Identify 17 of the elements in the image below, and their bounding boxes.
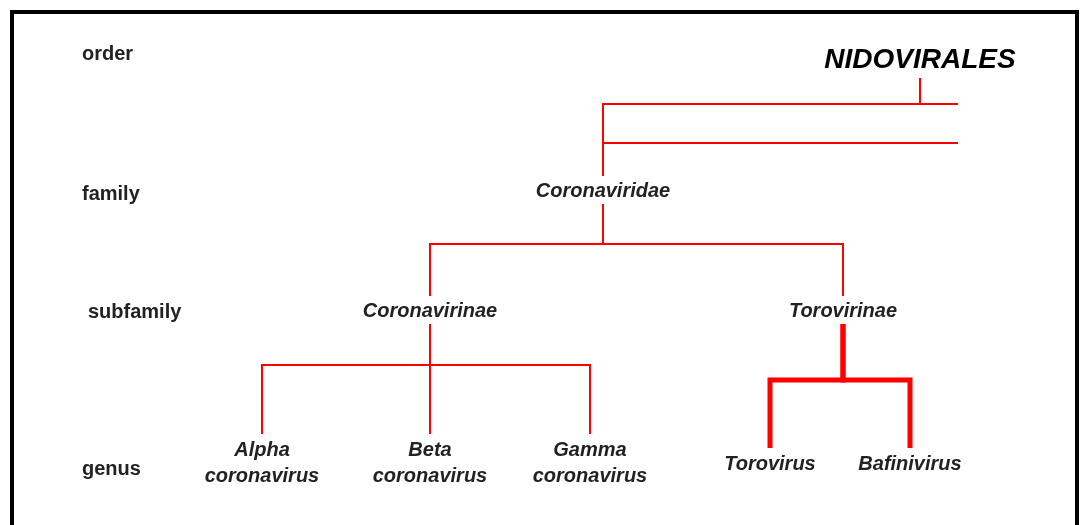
tree-line [840,324,913,448]
taxon-name: Torovirus [724,451,816,476]
rank-label: family [82,181,140,206]
taxon-name: Beta coronavirus [371,437,489,488]
taxon-name: NIDOVIRALES [824,42,1016,76]
tree-line [429,323,591,435]
tree-line [602,203,844,297]
taxon-name: Torovirinae [788,298,898,323]
rank-label: order [82,41,134,66]
taxon-name: Gamma coronavirus [531,437,649,488]
taxon-name: Coronaviridae [535,178,671,203]
rank-label: subfamily [88,299,182,324]
rank-label: genus [82,456,141,481]
taxon-name: Coronavirinae [362,298,498,323]
taxon-name: Bafinivirus [858,451,962,476]
taxon-name: Alpha coronavirus [203,437,321,488]
tree-line [602,77,959,144]
